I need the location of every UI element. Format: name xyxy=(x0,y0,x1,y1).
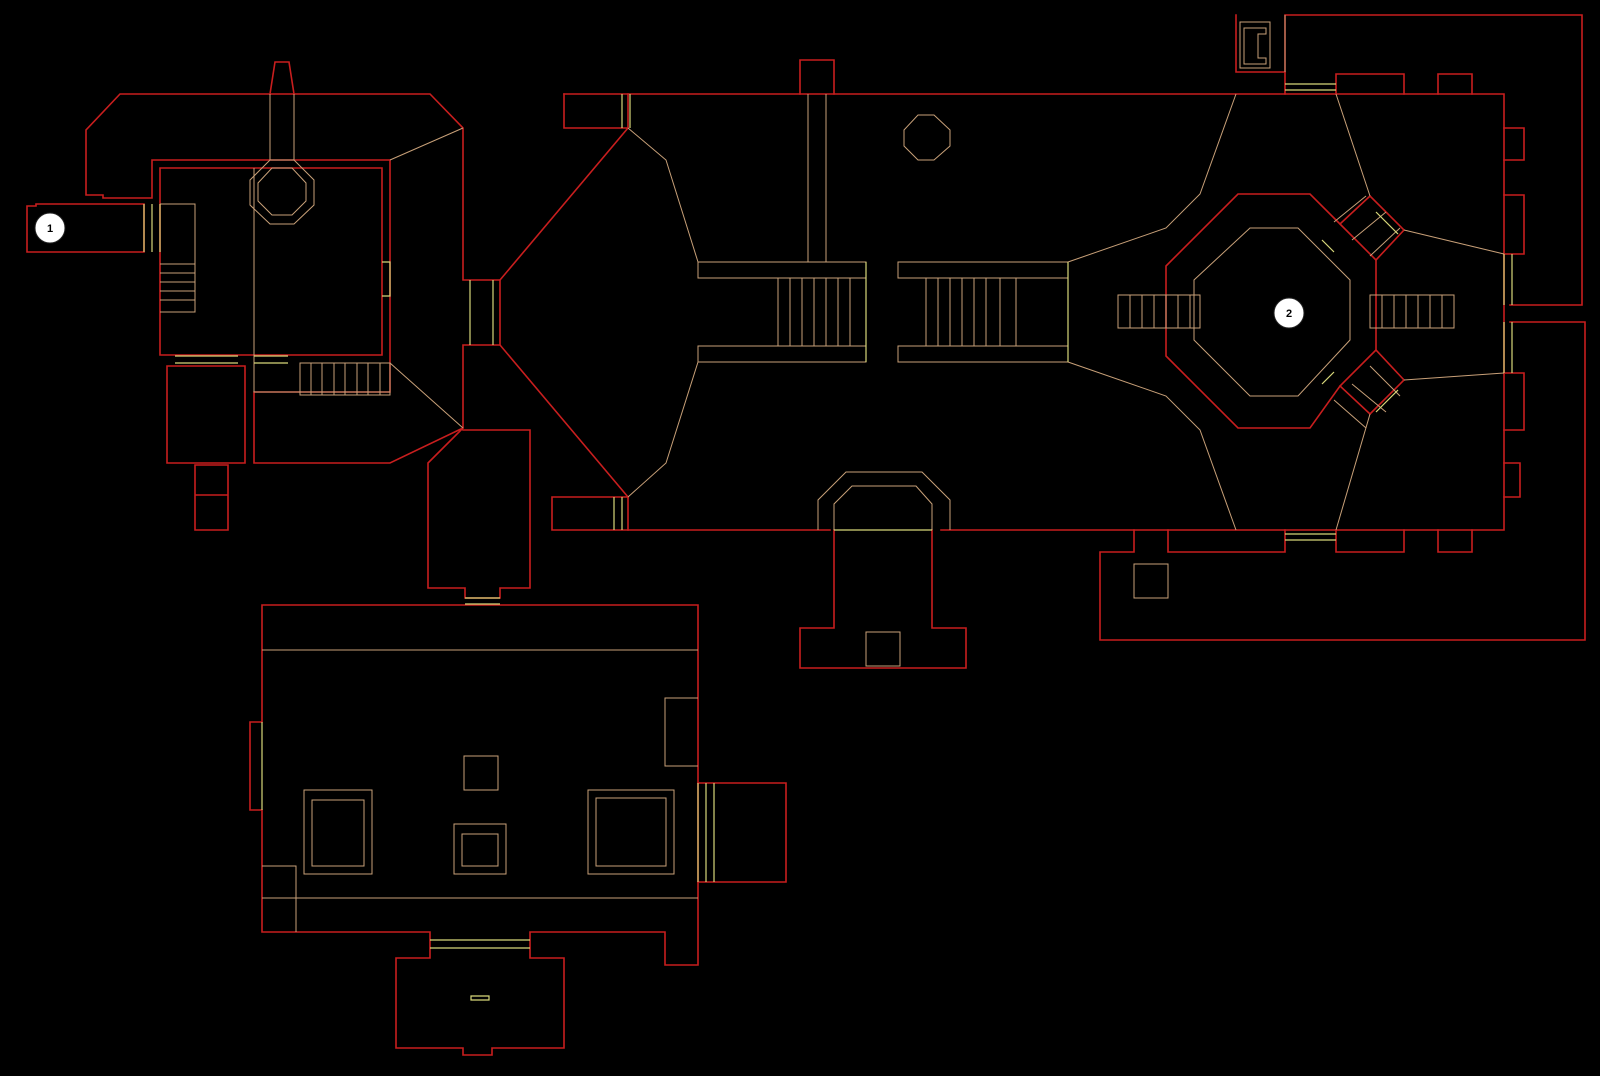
door-start-entrance xyxy=(143,204,161,252)
octagon-west-stairs xyxy=(1117,294,1201,329)
hall-octagon-pillar xyxy=(903,114,951,161)
start-inner-room xyxy=(159,167,383,356)
octagon-outer xyxy=(1165,193,1377,429)
octagon-door-se xyxy=(1321,371,1335,385)
start-chimney xyxy=(269,61,295,95)
marker-2-circle xyxy=(1273,297,1305,329)
marker-2: 2 xyxy=(1273,297,1305,329)
octagon-door-ne xyxy=(1321,239,1335,253)
south-room-east-niche xyxy=(664,697,698,767)
south-room-wall xyxy=(249,604,699,1056)
east-side-bumps xyxy=(1503,127,1525,498)
main-hall-west-block-n xyxy=(563,93,629,129)
door-east-north xyxy=(1285,83,1336,91)
door-east-south xyxy=(1285,533,1336,541)
solid-walls xyxy=(26,14,1586,1056)
main-hall-west-diag xyxy=(498,126,630,499)
octagon-diag-ne xyxy=(1338,194,1406,262)
hall-west-stairs xyxy=(766,277,851,347)
start-angle-walls xyxy=(389,127,464,429)
start-chimney-shaft xyxy=(269,94,295,160)
start-outer-wall xyxy=(85,93,501,464)
east-north-closet xyxy=(1239,15,1286,72)
hall-east-angles xyxy=(1335,93,1505,531)
door-south-room-n xyxy=(465,597,500,605)
south-room-south-ledge xyxy=(262,865,698,932)
door-hall-west-s xyxy=(613,497,623,530)
start-south-stairs xyxy=(299,362,391,396)
start-pillar-ring xyxy=(249,159,315,225)
start-pillar-inner xyxy=(257,167,307,216)
east-south-room xyxy=(1099,321,1586,641)
alcove-arch xyxy=(817,471,951,530)
south-room-pillar-w xyxy=(303,789,373,875)
start-step-lines xyxy=(160,203,196,313)
door-start-southeast xyxy=(254,355,288,364)
door-hall-west-n xyxy=(621,94,631,128)
door-start-south xyxy=(175,355,238,364)
main-hall-south-wall xyxy=(627,93,1505,531)
hall-north-column xyxy=(807,94,827,262)
octagon-door-ne2 xyxy=(1375,211,1399,235)
south-room-switch xyxy=(470,995,490,1001)
marker-1-label: 1 xyxy=(47,223,53,235)
south-central-alcove xyxy=(799,529,967,669)
start-south-room xyxy=(166,365,246,464)
main-hall-north-notch xyxy=(799,59,835,95)
east-south-box xyxy=(1133,563,1169,599)
hall-east-curve xyxy=(1067,93,1237,531)
alcove-box xyxy=(865,631,901,667)
octagon-inner xyxy=(1193,227,1351,397)
octagon-door-se2 xyxy=(1375,389,1399,413)
south-room-east-closet xyxy=(697,782,787,883)
south-room-crate-n xyxy=(463,755,499,791)
door-south-room-s xyxy=(430,939,530,949)
marker-2-label: 2 xyxy=(1286,308,1292,320)
hall-west-curve xyxy=(627,127,699,498)
door-start-east xyxy=(382,261,391,297)
main-hall-north-wall xyxy=(563,14,1583,306)
octagon-east-stairs xyxy=(1369,294,1455,329)
door-connector xyxy=(469,280,494,345)
east-north-room xyxy=(1235,14,1286,73)
door-east-wall-s xyxy=(1503,322,1513,373)
marker-1-circle xyxy=(34,212,66,244)
doors xyxy=(143,83,1513,1001)
east-south-bumps xyxy=(1167,529,1473,553)
south-room-pillar-e xyxy=(587,789,675,875)
step-lines xyxy=(160,15,1505,932)
hall-east-stairs xyxy=(914,277,1017,347)
marker-1: 1 xyxy=(34,212,66,244)
start-south-closet xyxy=(194,464,229,531)
door-east-wall-n xyxy=(1503,254,1513,305)
south-room-crate-s xyxy=(453,823,507,875)
octagon-diag-se xyxy=(1338,348,1406,416)
door-south-room-e xyxy=(697,783,715,882)
